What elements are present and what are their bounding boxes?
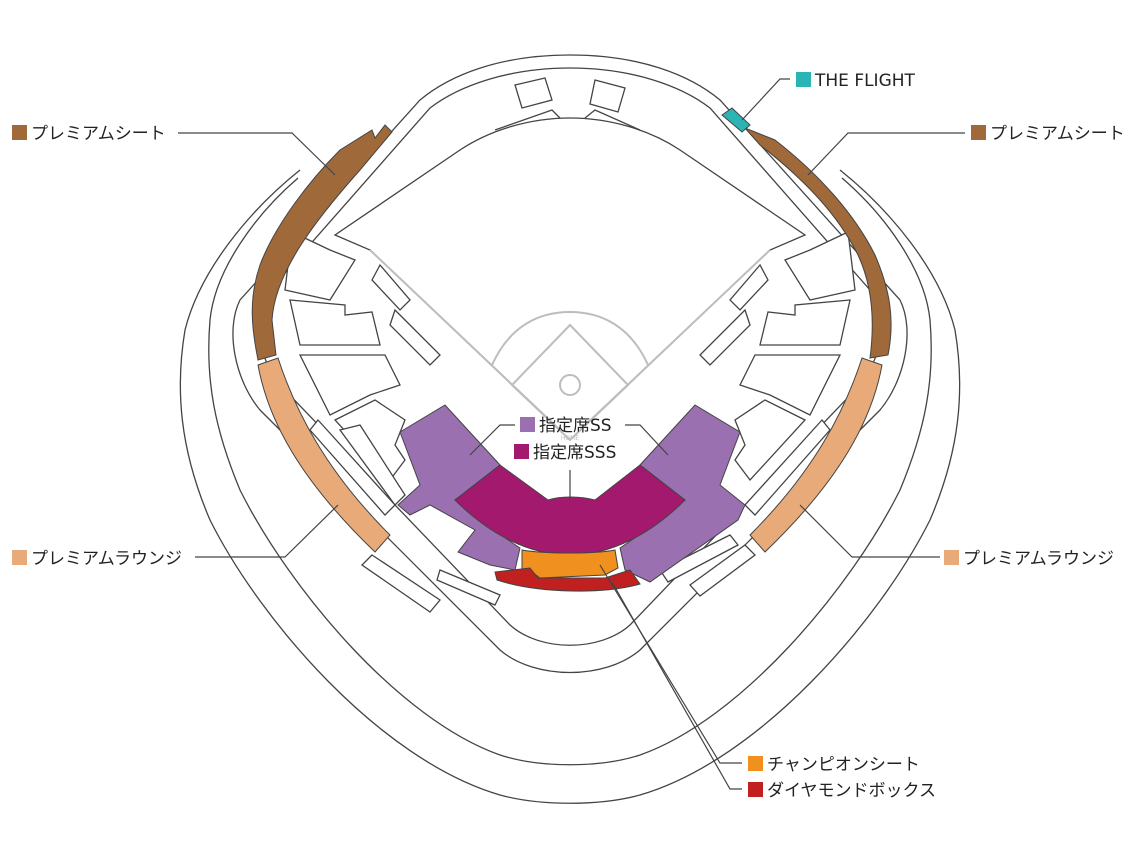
seat-block-left-3 <box>298 354 401 416</box>
legend-label-reserved-sss: 指定席SSS <box>533 443 616 463</box>
premium-lounge-left-zone[interactable] <box>257 357 391 553</box>
seat-block-right-2 <box>759 299 851 346</box>
seat-block-left-narrow <box>309 418 396 516</box>
leader-premium-lounge-right <box>799 504 940 558</box>
legend-label-diamond-box: ダイヤモンドボックス <box>767 781 936 801</box>
legend-swatch-diamond-box <box>748 782 763 797</box>
the-flight-zone[interactable] <box>721 107 751 133</box>
seat-block-left-aisle-2 <box>389 308 441 366</box>
leader-reserved-ss <box>469 424 669 456</box>
seat-block-left-aisle <box>371 263 411 311</box>
seat-block-left-2 <box>289 299 381 346</box>
outer-concourse-inner-edge <box>208 177 932 766</box>
leader-premium-lounge-left <box>195 504 339 558</box>
backscreen-block-right <box>589 79 626 113</box>
legend-swatch-premium-lounge-right <box>944 550 959 565</box>
legend-swatch-premium-seat-right <box>971 125 986 140</box>
legend-swatch-premium-lounge-left <box>12 550 27 565</box>
reserved-sss-zone[interactable] <box>454 464 686 556</box>
seat-block-right-3 <box>739 354 842 416</box>
center-ledge <box>494 109 641 131</box>
seat-block-right-narrow <box>744 418 831 516</box>
premium-seat-right-zone[interactable] <box>744 127 892 359</box>
legend-swatch-champion-seat <box>748 756 763 771</box>
leader-diamond-box <box>611 581 742 790</box>
legend-swatch-reserved-sss <box>514 444 529 459</box>
seat-block-right-aisle-2 <box>699 308 751 366</box>
seat-block-right-upper <box>784 231 856 301</box>
leader-the-flight <box>741 78 790 121</box>
seat-block-lower-right-2 <box>689 544 756 597</box>
champion-seat-zone[interactable] <box>521 549 619 579</box>
legend-label-premium-lounge-left: プレミアムラウンジ <box>31 549 182 569</box>
diamond-box-zone[interactable] <box>494 567 641 592</box>
outer-concourse-outline <box>179 169 961 804</box>
legend-label-reserved-ss: 指定席SS <box>539 416 612 436</box>
seat-block-right-aisle <box>729 263 769 311</box>
infield-arc <box>491 310 649 366</box>
legend-swatch-the-flight <box>796 72 811 87</box>
legend-label-premium-lounge-right: プレミアムラウンジ <box>963 549 1114 569</box>
seat-block-left-narrow-2 <box>338 424 406 506</box>
home-plate-marking: HOME <box>561 435 579 442</box>
premium-lounge-right-zone[interactable] <box>749 357 883 553</box>
seat-block-lower-left-2 <box>360 554 441 613</box>
legend-label-premium-seat-left: プレミアムシート <box>31 124 166 144</box>
seat-block-lower-right <box>659 534 739 583</box>
legend-label-premium-seat-right: プレミアムシート <box>990 124 1125 144</box>
legend-swatch-premium-seat-left <box>12 125 27 140</box>
leader-premium-seat-left <box>178 132 336 176</box>
leader-premium-seat-right <box>807 132 965 176</box>
backscreen-block-left <box>514 77 553 109</box>
seat-block-left-upper <box>284 231 356 301</box>
seat-block-right-4 <box>734 399 807 482</box>
legend-label-champion-seat: チャンピオンシート <box>767 755 920 775</box>
infield-diamond <box>510 323 630 442</box>
premium-seat-left-zone[interactable] <box>251 124 393 361</box>
legend-label-the-flight: THE FLIGHT <box>814 71 916 91</box>
pitchers-mound <box>559 374 581 396</box>
legend-swatch-reserved-ss <box>520 417 535 432</box>
seat-block-lower-left <box>436 569 501 606</box>
stadium-bowl-inner-ring <box>258 67 882 646</box>
